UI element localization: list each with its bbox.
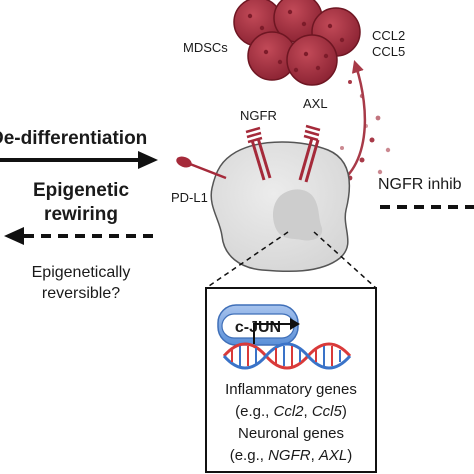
gene-inset: c-JUN Inflammatory — [205, 287, 377, 473]
dna-helix — [222, 342, 352, 370]
right-panel: NGFR inhib — [378, 176, 474, 209]
mdsc-cell — [286, 34, 338, 86]
inflammatory-genes-label: Inflammatory genes — [225, 381, 357, 398]
ngfr-receptor: NGFR — [240, 108, 277, 181]
c-jun-label: c-JUN — [235, 319, 281, 336]
left-panel: De-differentiation Epigenetic rewiring E… — [0, 128, 158, 302]
epigenetic-rewiring-line2: rewiring — [44, 204, 118, 225]
ngfr-inhibitor-label: NGFR inhib — [378, 176, 462, 193]
mdsc-texture — [247, 9, 345, 73]
neuronal-genes-examples: (e.g., NGFR, AXL) — [230, 447, 353, 464]
inflammatory-genes-examples: (e.g., Ccl2, Ccl5) — [235, 403, 347, 420]
epigenetically-reversible-line1: Epigenetically — [32, 264, 131, 281]
ccl2-label: CCL2 — [372, 28, 405, 43]
nucleus — [273, 189, 323, 241]
ngfr-label: NGFR — [240, 108, 277, 123]
transcription-start-arrow — [253, 318, 300, 344]
tumor-cell — [210, 141, 351, 273]
epigenetically-reversible-line2: reversible? — [42, 285, 120, 302]
axl-receptor: AXL — [298, 96, 328, 183]
pdl1-ligand: PD-L1 — [171, 156, 227, 205]
zoom-lines — [205, 231, 377, 289]
mdsc-label: MDSCs — [183, 40, 228, 55]
pdl1-label: PD-L1 — [171, 190, 208, 205]
axl-label: AXL — [303, 96, 328, 111]
ccl5-label: CCL5 — [372, 44, 405, 59]
epigenetic-rewiring-line1: Epigenetic — [33, 180, 130, 201]
mdsc-cluster: MDSCs — [183, 0, 361, 86]
dedifferentiation-label: De-differentiation — [0, 128, 147, 149]
forward-arrow — [0, 151, 158, 169]
neuronal-genes-label: Neuronal genes — [238, 425, 344, 442]
reverse-dashed-arrow — [4, 227, 158, 245]
